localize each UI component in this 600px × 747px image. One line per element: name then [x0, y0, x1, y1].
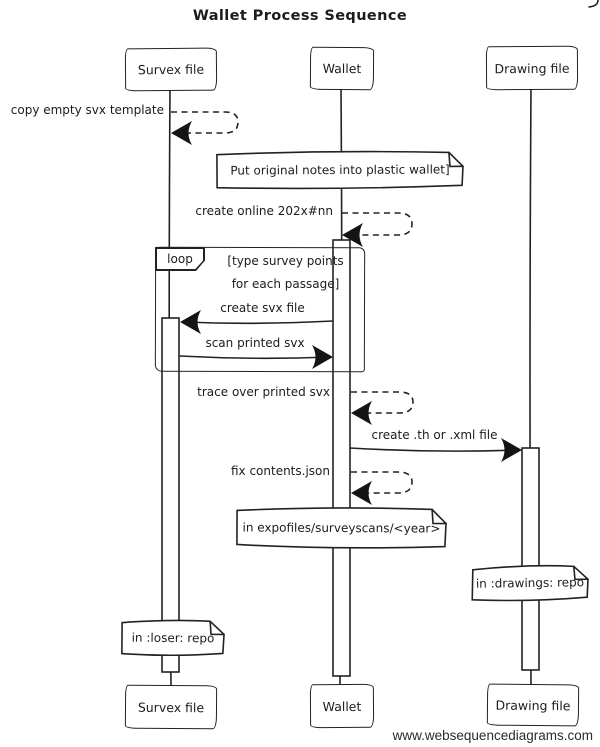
note-outline	[216, 150, 464, 190]
message-create-svx: create svx file	[220, 301, 305, 315]
note-outline	[471, 564, 589, 602]
note-text: in expofiles/surveyscans/<year>	[242, 519, 441, 536]
note-loser-repo: in :loser: repo	[120, 617, 226, 659]
actor-top-drawing-file: Drawing file	[485, 45, 579, 91]
note-text: in :loser: repo	[131, 630, 215, 645]
arrowhead-create-th	[501, 438, 522, 462]
arrowhead-fix-contents	[351, 481, 372, 505]
actor-bottom-drawing-file: Drawing file	[486, 683, 580, 727]
arrowhead-trace-over	[351, 401, 372, 425]
loop-label: loop	[156, 248, 204, 270]
loop-condition-line1: [type survey points	[227, 254, 344, 268]
selfloop-trace-over	[351, 391, 414, 414]
actor-label: Wallet	[322, 698, 362, 714]
page-title: Wallet Process Sequence	[192, 8, 408, 24]
message-create-online: create online 202x#nn	[195, 204, 333, 218]
selfloop-copy-template	[171, 111, 239, 134]
actor-top-survex-file: Survex file	[124, 47, 218, 92]
note-text: Put original notes into plastic wallet]	[230, 162, 450, 178]
selfloop-fix-contents	[351, 471, 413, 494]
note-outline	[236, 507, 447, 549]
arrow-scan-printed	[179, 355, 331, 360]
arrow-create-svx	[183, 320, 334, 325]
loop-fragment-tab: loop	[155, 247, 205, 271]
message-trace-over: trace over printed svx	[197, 385, 330, 399]
note-text: in :drawings: repo	[475, 575, 585, 591]
message-scan-printed: scan printed svx	[205, 336, 305, 350]
actor-label: Drawing file	[494, 60, 570, 76]
note-drawings-repo: in :drawings: repo	[470, 562, 591, 604]
actor-label: Drawing file	[495, 697, 571, 713]
actor-label: Survex file	[137, 61, 205, 78]
message-fix-contents: fix contents.json	[230, 464, 330, 478]
arrowhead-create-online	[342, 223, 363, 247]
corner-artifact	[588, 0, 599, 8]
arrow-create-th	[349, 447, 520, 452]
activation-survex	[161, 317, 180, 673]
message-create-th: create .th or .xml file	[371, 428, 498, 442]
actor-label: Survex file	[137, 699, 205, 715]
activation-drawing	[521, 447, 540, 671]
actor-bottom-wallet: Wallet	[309, 683, 375, 729]
arrowhead-scan-printed	[312, 345, 333, 369]
arrowhead-create-svx	[180, 310, 201, 334]
actor-label: Wallet	[322, 60, 362, 77]
note-outline	[121, 619, 225, 657]
note-expofiles: in expofiles/surveyscans/<year>	[235, 504, 448, 550]
note-fold-icon	[448, 151, 464, 168]
actor-top-wallet: Wallet	[309, 46, 375, 91]
loop-condition-line2: for each passage]	[231, 277, 340, 291]
note-fold-icon	[431, 508, 447, 525]
arrowhead-copy-template	[171, 121, 192, 145]
activation-wallet	[332, 239, 351, 677]
note-plastic-wallet: Put original notes into plastic wallet]	[215, 149, 465, 190]
actor-bottom-survex-file: Survex file	[124, 684, 218, 730]
note-fold-icon	[572, 565, 589, 581]
message-copy-template: copy empty svx template	[10, 103, 164, 117]
note-fold-icon	[209, 620, 225, 636]
selfloop-create-online	[342, 212, 413, 236]
watermark: www.websequencediagrams.com	[392, 728, 593, 743]
loop-condition: [type survey points for each passage]	[208, 250, 363, 296]
